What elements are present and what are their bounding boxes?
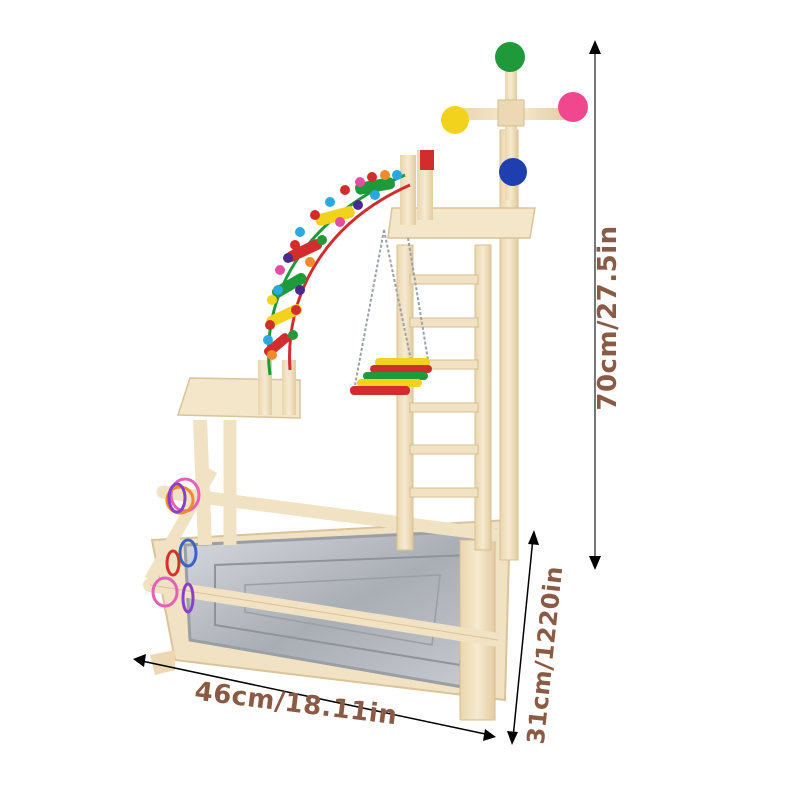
height-dimension-label: 70cm/27.5in: [593, 225, 623, 411]
pink-ball-icon: [558, 92, 588, 122]
cross-toy: [441, 42, 588, 200]
swing: [350, 229, 432, 395]
bead-ladder-arch: [263, 170, 411, 376]
blue-ball-icon: [499, 158, 527, 186]
rings: [151, 477, 201, 614]
tall-post: [387, 129, 536, 561]
ladder: [396, 244, 492, 551]
base-frame: [143, 419, 517, 721]
left-platform: [176, 360, 301, 419]
yellow-ball-icon: [441, 106, 469, 134]
green-ball-icon: [495, 42, 525, 72]
dimension-arrows: [133, 40, 601, 745]
